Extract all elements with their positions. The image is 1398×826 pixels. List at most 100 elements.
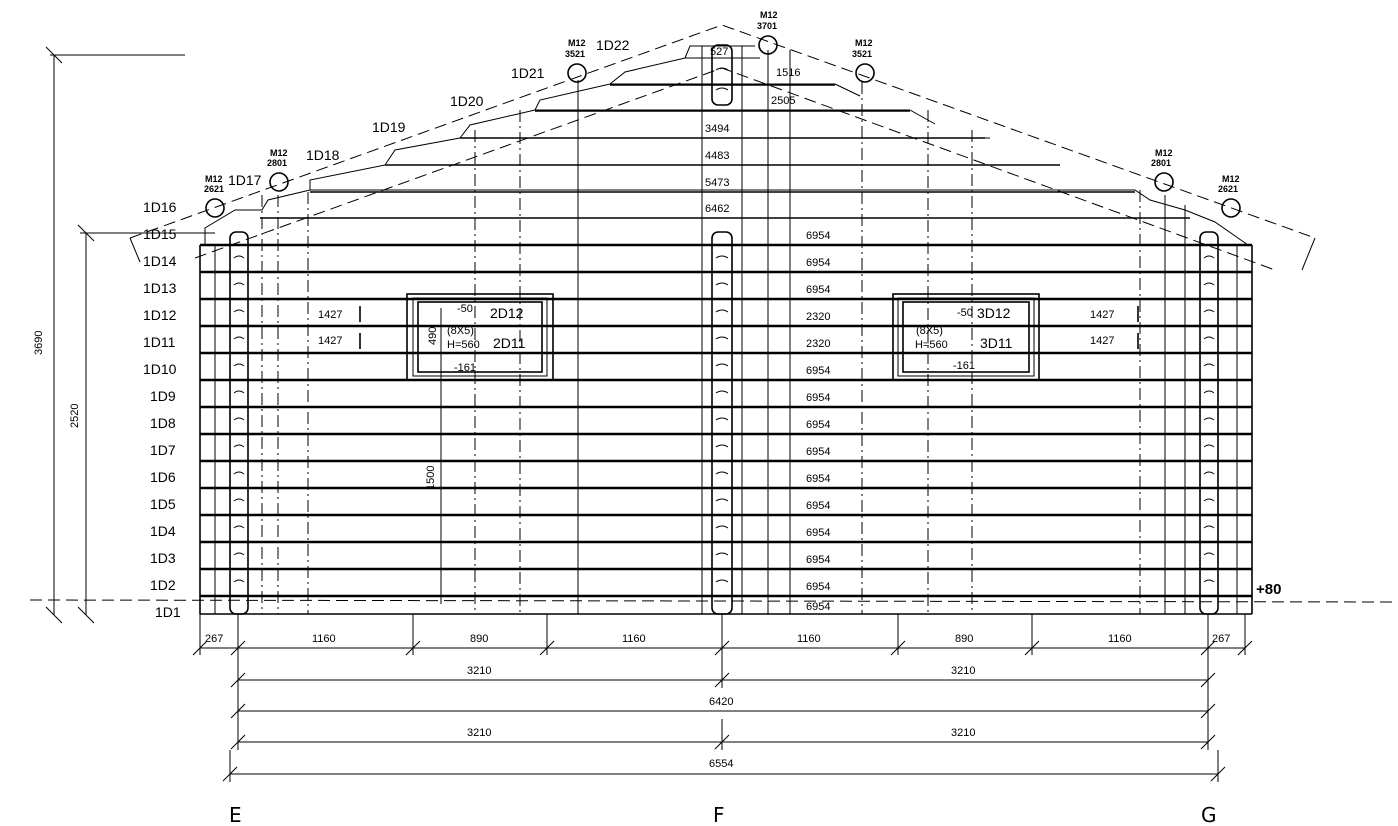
length-label: 2320 [806, 311, 830, 323]
gable-steps [204, 45, 1249, 246]
center-length-labels: 6954 6954 6954 6954 6954 6954 6954 6954 … [806, 230, 830, 613]
length-label: 6954 [806, 392, 830, 404]
length-label: 6954 [806, 284, 830, 296]
base-mark: +80 [1256, 581, 1281, 598]
window-size: (8X5) [916, 325, 943, 337]
log-courses [199, 243, 1253, 615]
axis-label-e: E [229, 803, 242, 826]
length-label: 6954 [806, 473, 830, 485]
window-right-labels: -50 3D12 (8X5) H=560 3D11 -161 [915, 305, 1013, 372]
length-label: 6954 [806, 500, 830, 512]
height-total: 3690 [33, 331, 45, 355]
window-top-offset: -50 [457, 303, 473, 315]
course-label: 1D3 [150, 550, 176, 566]
window-top-course: 2D12 [490, 305, 524, 321]
course-label: 1D4 [150, 523, 176, 539]
length-label: 1427 [1090, 335, 1114, 347]
dim-row1: 1160 [797, 633, 821, 645]
course-labels: 1D1 1D2 1D3 1D4 1D5 1D6 1D7 1D8 1D9 1D10… [143, 37, 630, 620]
bolt-value: 2621 [1218, 184, 1238, 194]
dim-row5: 6554 [709, 758, 733, 770]
course-label: 1D12 [143, 307, 177, 323]
bolt-circles [205, 35, 1241, 218]
course-label: 1D5 [150, 496, 176, 512]
dim-row3: 6420 [709, 696, 733, 708]
course-label: 1D14 [143, 253, 177, 269]
dim-row2: 3210 [467, 665, 491, 677]
corner-post-right [1199, 231, 1219, 615]
course-label: 1D8 [150, 415, 176, 431]
length-label: 6954 [806, 601, 830, 613]
length-label: 6954 [806, 419, 830, 431]
length-label: 6954 [806, 581, 830, 593]
base-line [29, 599, 1398, 603]
length-label: 6954 [806, 365, 830, 377]
length-label: 6954 [806, 230, 830, 242]
bolt-value: 3701 [757, 21, 777, 31]
window-top-offset: -50 [957, 307, 973, 319]
window-left [406, 293, 554, 381]
length-label: 6954 [806, 527, 830, 539]
length-label: 527 [710, 46, 728, 58]
side-length-labels: 1427 1427 1427 1427 [318, 306, 1139, 349]
course-label: 1D21 [511, 65, 545, 81]
axis-label-f: F [713, 803, 725, 826]
dim-row2: 3210 [951, 665, 975, 677]
dim-row1: 1160 [622, 633, 646, 645]
bolt-labels: M12 2621 M12 2801 M12 3521 M12 3701 M12 … [204, 10, 1240, 194]
window-size: (8X5) [447, 325, 474, 337]
course-label: 1D1 [155, 604, 181, 620]
axis-labels: E F G [229, 803, 1217, 826]
length-label: 2505 [771, 95, 795, 107]
height-dimensions: 3690 2520 1500 +80 [33, 46, 1281, 624]
bolt-value: 2801 [267, 158, 287, 168]
course-label: 1D22 [596, 37, 630, 53]
course-label: 1D19 [372, 119, 406, 135]
height-sill: 1500 [425, 466, 437, 490]
bolt-value: 2621 [204, 184, 224, 194]
length-label: 5473 [705, 177, 729, 189]
bolt-label: M12 [1155, 148, 1173, 158]
bolt-value: 3521 [852, 49, 872, 59]
gable-courses [260, 84, 1190, 219]
length-label: 6954 [806, 257, 830, 269]
length-label: 3494 [705, 123, 729, 135]
length-label: 1427 [1090, 309, 1114, 321]
course-label: 1D15 [143, 226, 177, 242]
course-label: 1D6 [150, 469, 176, 485]
course-label: 1D11 [143, 334, 176, 350]
dim-row1: 1160 [312, 633, 336, 645]
course-label: 1D2 [150, 577, 176, 593]
window-opening: 490 [427, 327, 439, 345]
course-label: 1D17 [228, 172, 262, 188]
window-top-course: 3D12 [977, 305, 1011, 321]
length-label: 1516 [776, 67, 800, 79]
gable-length-labels: 6462 5473 4483 3494 2505 1516 527 [705, 46, 800, 215]
course-label: 1D18 [306, 147, 340, 163]
window-bottom-offset: -161 [454, 362, 476, 374]
corner-post-left [229, 231, 249, 615]
height-wall: 2520 [69, 404, 81, 428]
window-height: H=560 [915, 339, 948, 351]
window-left-labels: -50 2D12 (8X5) H=560 2D11 -161 490 [427, 303, 526, 604]
length-label: 4483 [705, 150, 729, 162]
bolt-label: M12 [205, 174, 223, 184]
course-label: 1D20 [450, 93, 484, 109]
window-bottom-course: 2D11 [493, 335, 526, 351]
dim-row1: 267 [1212, 633, 1230, 645]
bolt-label: M12 [568, 38, 586, 48]
window-right [892, 293, 1040, 381]
window-bottom-course: 3D11 [980, 335, 1013, 351]
length-label: 6954 [806, 446, 830, 458]
course-label: 1D16 [143, 199, 177, 215]
length-label: 6954 [806, 554, 830, 566]
dim-row4: 3210 [951, 727, 975, 739]
dimension-chains: 267 1160 890 1160 1160 890 1160 267 3210… [192, 614, 1253, 782]
course-label: 1D7 [150, 442, 176, 458]
length-label: 6462 [705, 203, 729, 215]
axis-label-g: G [1201, 803, 1217, 826]
window-bottom-offset: -161 [953, 360, 975, 372]
bolt-value: 3521 [565, 49, 585, 59]
course-label: 1D10 [143, 361, 177, 377]
